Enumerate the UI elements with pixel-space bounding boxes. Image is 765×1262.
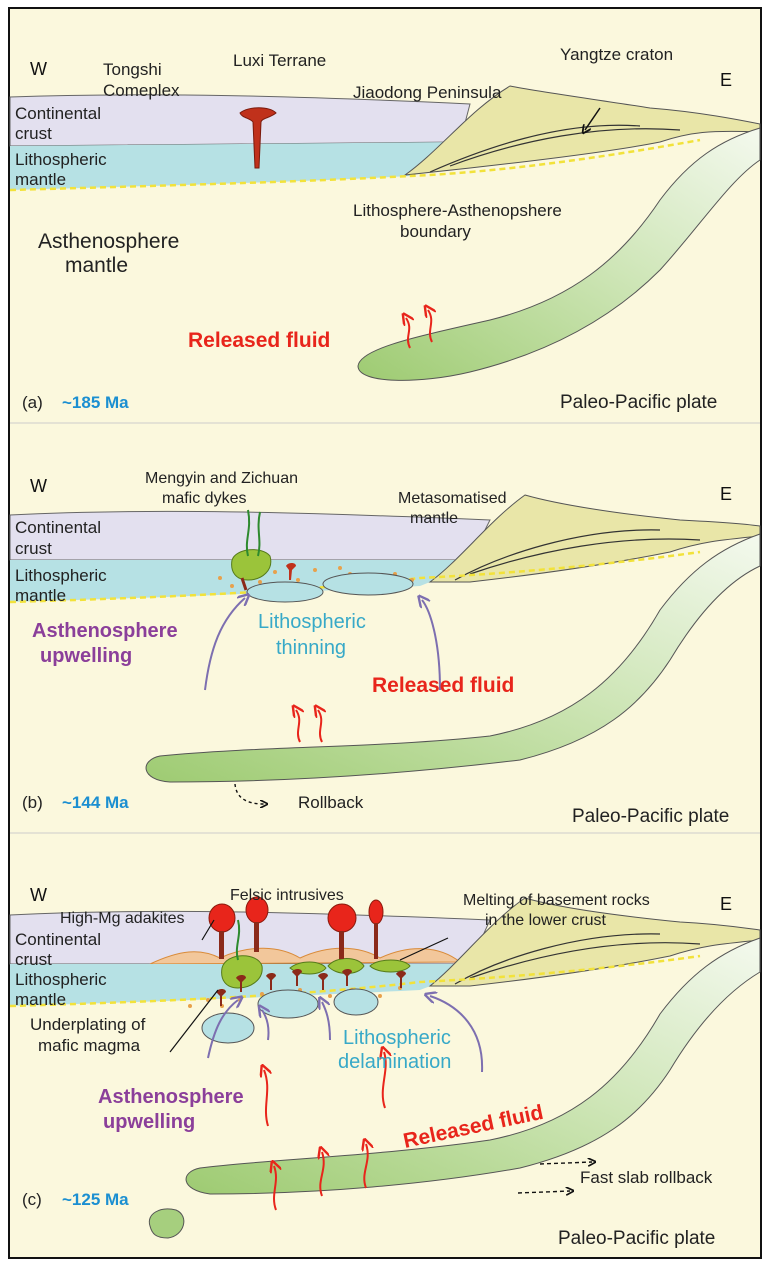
melting-label-1: Melting of basement rocks (463, 892, 650, 909)
panel-a: W E Luxi Terrane Tongshi Comeplex Yangtz… (10, 9, 760, 422)
litho-label-1: Lithospheric (15, 150, 107, 169)
released-fluid-label: Released fluid (188, 329, 330, 352)
adakites-label: High-Mg adakites (60, 910, 185, 927)
released-fluid-label: Released fluid (372, 674, 514, 697)
plate-label: Paleo-Pacific plate (572, 806, 729, 827)
delaminated-block (334, 989, 378, 1015)
west-label: W (30, 59, 47, 79)
west-label: W (30, 476, 47, 496)
detached-slab-fragment (149, 1209, 184, 1238)
east-label: E (720, 70, 732, 90)
crust-label-2: crust (15, 950, 52, 969)
plate-label: Paleo-Pacific plate (560, 392, 717, 413)
lab-label-2: boundary (400, 222, 471, 241)
delaminated-block (202, 1013, 254, 1043)
crust-label-1: Continental (15, 518, 101, 537)
delaminated-block (258, 990, 318, 1018)
plate-label: Paleo-Pacific plate (558, 1228, 715, 1249)
underplated-magma (370, 960, 410, 972)
panel-age: ~185 Ma (62, 393, 129, 412)
litho-label-2: mantle (15, 170, 66, 189)
crust-label-2: crust (15, 539, 52, 558)
panel-tag: (a) (22, 393, 43, 412)
upwelling-label-2: upwelling (103, 1111, 195, 1133)
felsic-label: Felsic intrusives (230, 887, 344, 904)
rollback-label: Rollback (298, 793, 364, 812)
tongshi-label-1: Tongshi (103, 60, 162, 79)
fast-rollback-label: Fast slab rollback (580, 1168, 713, 1187)
delamination-label-2: delamination (338, 1051, 451, 1073)
panel-b: W E Mengyin and Zichuan mafic dykes Meta… (10, 424, 760, 832)
crust-label-2: crust (15, 124, 52, 143)
panel-tag: (b) (22, 793, 43, 812)
yangtze-label: Yangtze craton (560, 45, 673, 64)
litho-label-1: Lithospheric (15, 566, 107, 585)
thinning-label-2: thinning (276, 637, 346, 659)
litho-label-2: mantle (15, 990, 66, 1009)
delaminated-block (247, 582, 323, 602)
underplating-label-2: mafic magma (38, 1036, 141, 1055)
underplating-label-1: Underplating of (30, 1015, 146, 1034)
thinning-label-1: Lithospheric (258, 611, 366, 633)
tongshi-label-2: Comeplex (103, 81, 180, 100)
dykes-label-1: Mengyin and Zichuan (145, 470, 298, 487)
litho-label-2: mantle (15, 586, 66, 605)
upwelling-label-1: Asthenosphere (32, 620, 178, 642)
crust-label-1: Continental (15, 930, 101, 949)
east-label: E (720, 484, 732, 504)
meta-label-2: mantle (410, 510, 458, 527)
crust-label-1: Continental (15, 104, 101, 123)
delamination-label-1: Lithospheric (343, 1027, 451, 1049)
delaminated-block (323, 573, 413, 595)
astheno-label-2: mantle (65, 254, 128, 277)
panel-c: W E High-Mg adakites Felsic intrusives M… (10, 834, 760, 1257)
upwelling-label-1: Asthenosphere (98, 1086, 244, 1108)
astheno-label-1: Asthenosphere (38, 230, 179, 253)
jiaodong-label: Jiaodong Peninsula (353, 83, 502, 102)
lab-label-1: Lithosphere-Asthenopshere (353, 201, 562, 220)
east-label: E (720, 894, 732, 914)
meta-label-1: Metasomatised (398, 490, 507, 507)
luxi-terrane-label: Luxi Terrane (233, 51, 326, 70)
panel-age: ~125 Ma (62, 1190, 129, 1209)
panel-age: ~144 Ma (62, 793, 129, 812)
panel-tag: (c) (22, 1190, 42, 1209)
dykes-label-2: mafic dykes (162, 490, 246, 507)
west-label: W (30, 885, 47, 905)
upwelling-label-2: upwelling (40, 645, 132, 667)
litho-label-1: Lithospheric (15, 970, 107, 989)
melting-label-2: in the lower crust (485, 912, 606, 929)
